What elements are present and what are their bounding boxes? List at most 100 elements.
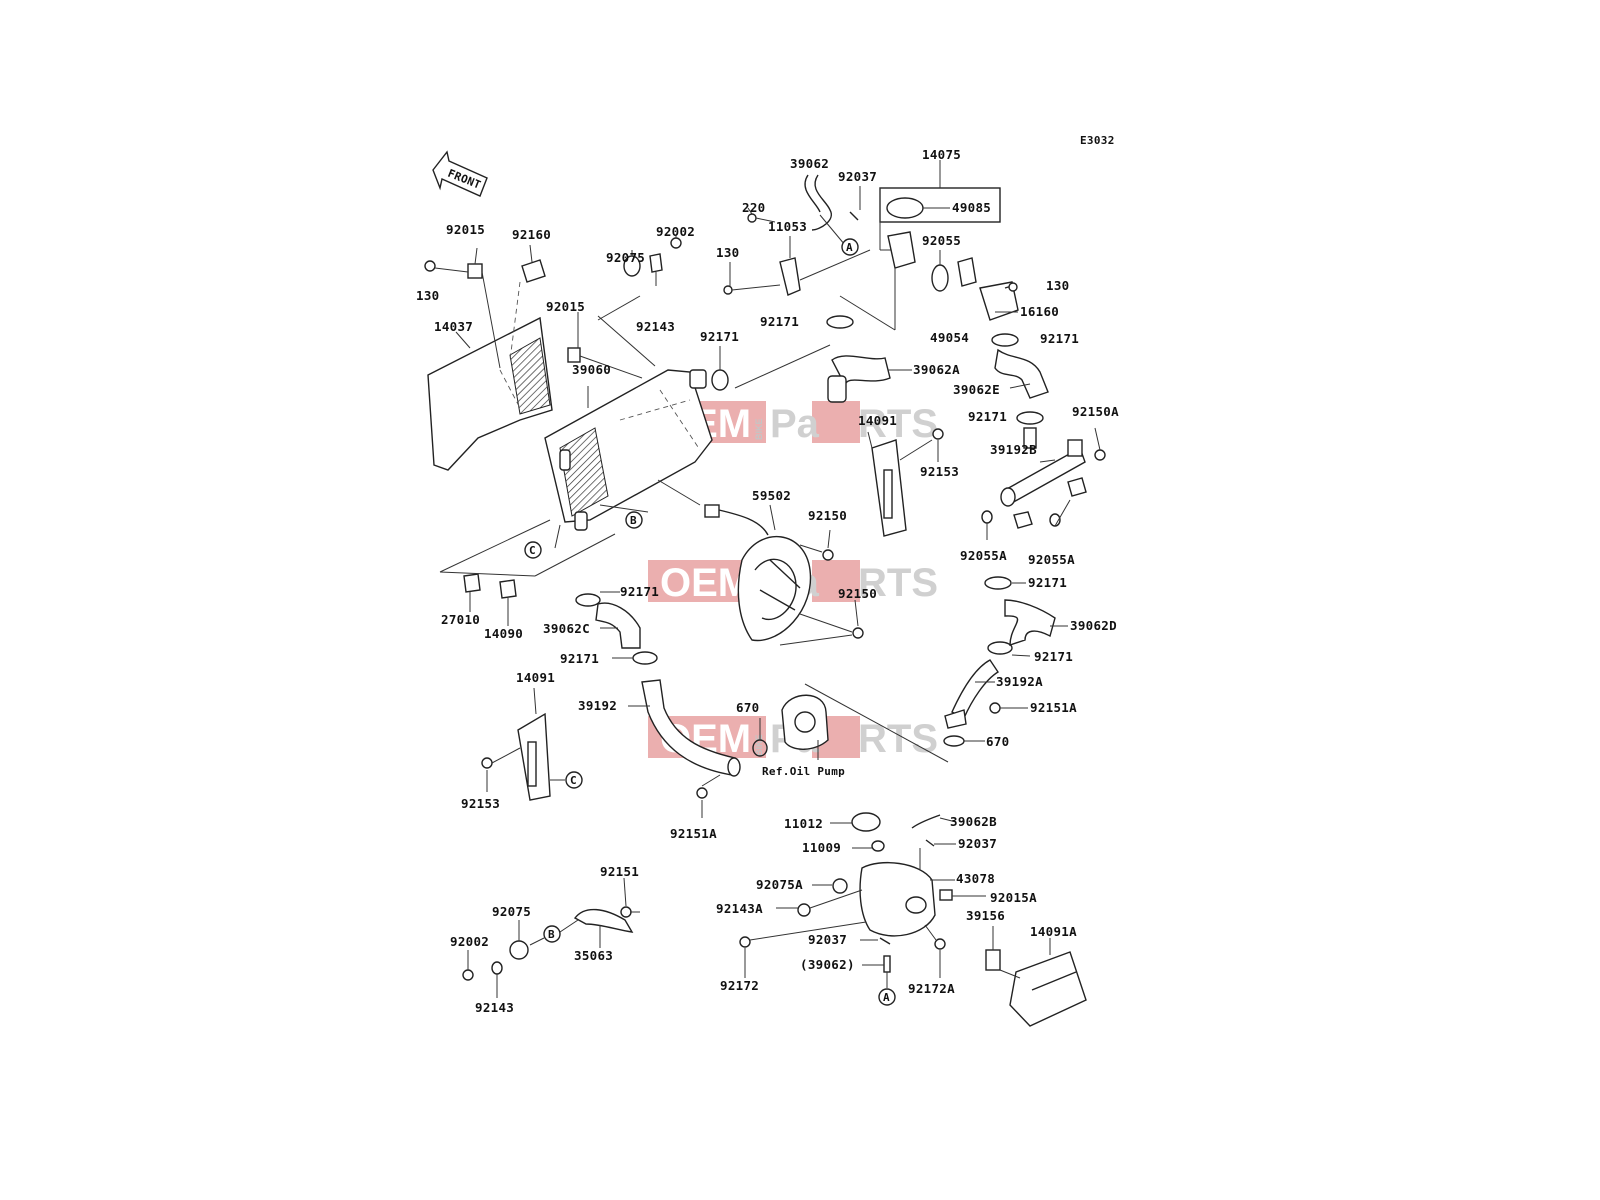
pad-39156 <box>985 949 1001 971</box>
label-39062-top: 39062 <box>790 156 829 171</box>
bracket-14091-right <box>871 439 907 537</box>
label-92171-b: 92171 <box>1040 331 1079 346</box>
label-39192A: 39192A <box>996 674 1043 689</box>
label-39062-par: (39062) <box>800 957 855 972</box>
cap-14090 <box>499 579 517 599</box>
label-92015-b: 92015 <box>546 299 585 314</box>
radiator-cap-49085 <box>886 197 924 219</box>
label-92143-a: 92143 <box>636 319 675 334</box>
clamp-92171-c <box>1016 411 1044 425</box>
clamp-92171-g <box>575 593 601 607</box>
label-92171-e: 92171 <box>620 584 659 599</box>
hose-39062-top <box>811 174 832 231</box>
label-92075A: 92075A <box>756 877 803 892</box>
clamp-92171-f <box>711 369 729 391</box>
label-14037: 14037 <box>434 319 473 334</box>
collar-92143-b <box>491 961 503 975</box>
label-49085: 49085 <box>952 200 991 215</box>
label-92002-a: 92002 <box>656 224 695 239</box>
right-hose-group <box>804 315 1106 763</box>
front-arrow-icon: FRONT <box>432 150 488 197</box>
svg-text:RTS: RTS <box>858 717 938 761</box>
bracket-14091-left <box>517 712 551 801</box>
label-27010: 27010 <box>441 612 480 627</box>
label-92171-d: 92171 <box>700 329 739 344</box>
label-92160: 92160 <box>512 227 551 242</box>
callout-a-lower <box>878 988 896 1006</box>
svg-text:RTS: RTS <box>858 561 938 605</box>
hose-39062A <box>831 355 891 387</box>
valve-27010 <box>463 573 481 593</box>
o-ring-670-b <box>943 735 965 747</box>
label-59502: 59502 <box>752 488 791 503</box>
svg-text:Pa: Pa <box>770 402 820 446</box>
svg-text:A: A <box>883 991 890 1004</box>
water-pump-group: Ref.Oil Pump <box>752 694 845 778</box>
label-92037-top: 92037 <box>838 169 877 184</box>
clip-92015A <box>939 889 953 901</box>
watermark-bottom: OEM BIKE Pa RTS <box>648 716 938 761</box>
part-labels: 39062 92037 14075 49085 220 11053 130 92… <box>416 147 1119 1015</box>
label-14091-a: 14091 <box>858 413 897 428</box>
fan-59502 <box>737 536 812 642</box>
svg-text:RTS: RTS <box>858 402 938 446</box>
clip-92037-c <box>879 937 891 945</box>
label-92150-b: 92150 <box>838 586 877 601</box>
svg-text:OEM: OEM <box>660 561 751 605</box>
cover-14091A <box>1009 951 1087 1027</box>
label-130-d: 130 <box>416 288 439 303</box>
label-39062D: 39062D <box>1070 618 1117 633</box>
svg-text:BIKE: BIKE <box>754 734 764 756</box>
hose-39062B <box>911 814 941 829</box>
grommet-92075A <box>832 878 848 894</box>
label-92171-g: 92171 <box>1028 575 1067 590</box>
thermostat-49054 <box>957 257 977 287</box>
o-ring-92055 <box>931 264 949 292</box>
collar-92143-a <box>649 253 663 273</box>
reservoir-43078 <box>859 862 936 937</box>
label-14075: 14075 <box>922 147 961 162</box>
label-16160: 16160 <box>1020 304 1059 319</box>
label-92171-h: 92171 <box>1034 649 1073 664</box>
clip-92037-top <box>849 211 859 221</box>
o-ring-92055A-a <box>981 510 993 524</box>
reservoir-group: A <box>739 812 1087 1027</box>
callout-b-left <box>625 511 643 529</box>
label-92171-c: 92171 <box>968 409 1007 424</box>
thermostat-group: A <box>723 160 1019 331</box>
label-92150-a: 92150 <box>808 508 847 523</box>
diagram-code: E3032 <box>1080 134 1115 147</box>
seal-11009 <box>871 840 885 852</box>
label-39156: 39156 <box>966 908 1005 923</box>
label-39062A: 39062A <box>913 362 960 377</box>
label-14091-b: 14091 <box>516 670 555 685</box>
clip-92015-b <box>567 347 581 363</box>
bracket-35063 <box>573 908 634 933</box>
callout-c-lower <box>565 771 583 789</box>
svg-text:C: C <box>570 774 577 787</box>
label-92151A-b: 92151A <box>670 826 717 841</box>
thermostat-cover-16160 <box>979 281 1019 321</box>
label-130-c: 130 <box>1046 278 1069 293</box>
callout-c-left <box>524 541 542 559</box>
cap-11012 <box>851 812 881 832</box>
filler-neck <box>887 231 916 269</box>
label-92171-f: 92171 <box>560 651 599 666</box>
fan-connector <box>704 504 720 518</box>
label-11012: 11012 <box>784 816 823 831</box>
label-39062B: 39062B <box>950 814 997 829</box>
water-pump <box>781 694 829 750</box>
label-92015-a: 92015 <box>446 222 485 237</box>
label-92143-b: 92143 <box>475 1000 514 1015</box>
svg-text:B: B <box>630 514 637 527</box>
clamp-92171-h <box>632 651 658 665</box>
label-220: 220 <box>742 200 765 215</box>
label-92151: 92151 <box>600 864 639 879</box>
svg-text:B: B <box>548 928 555 941</box>
label-49054: 49054 <box>930 330 969 345</box>
pad-92160 <box>521 259 546 283</box>
label-92172: 92172 <box>720 978 759 993</box>
ref-oil-pump: Ref.Oil Pump <box>762 765 845 778</box>
clamp-92171-a <box>826 315 854 329</box>
